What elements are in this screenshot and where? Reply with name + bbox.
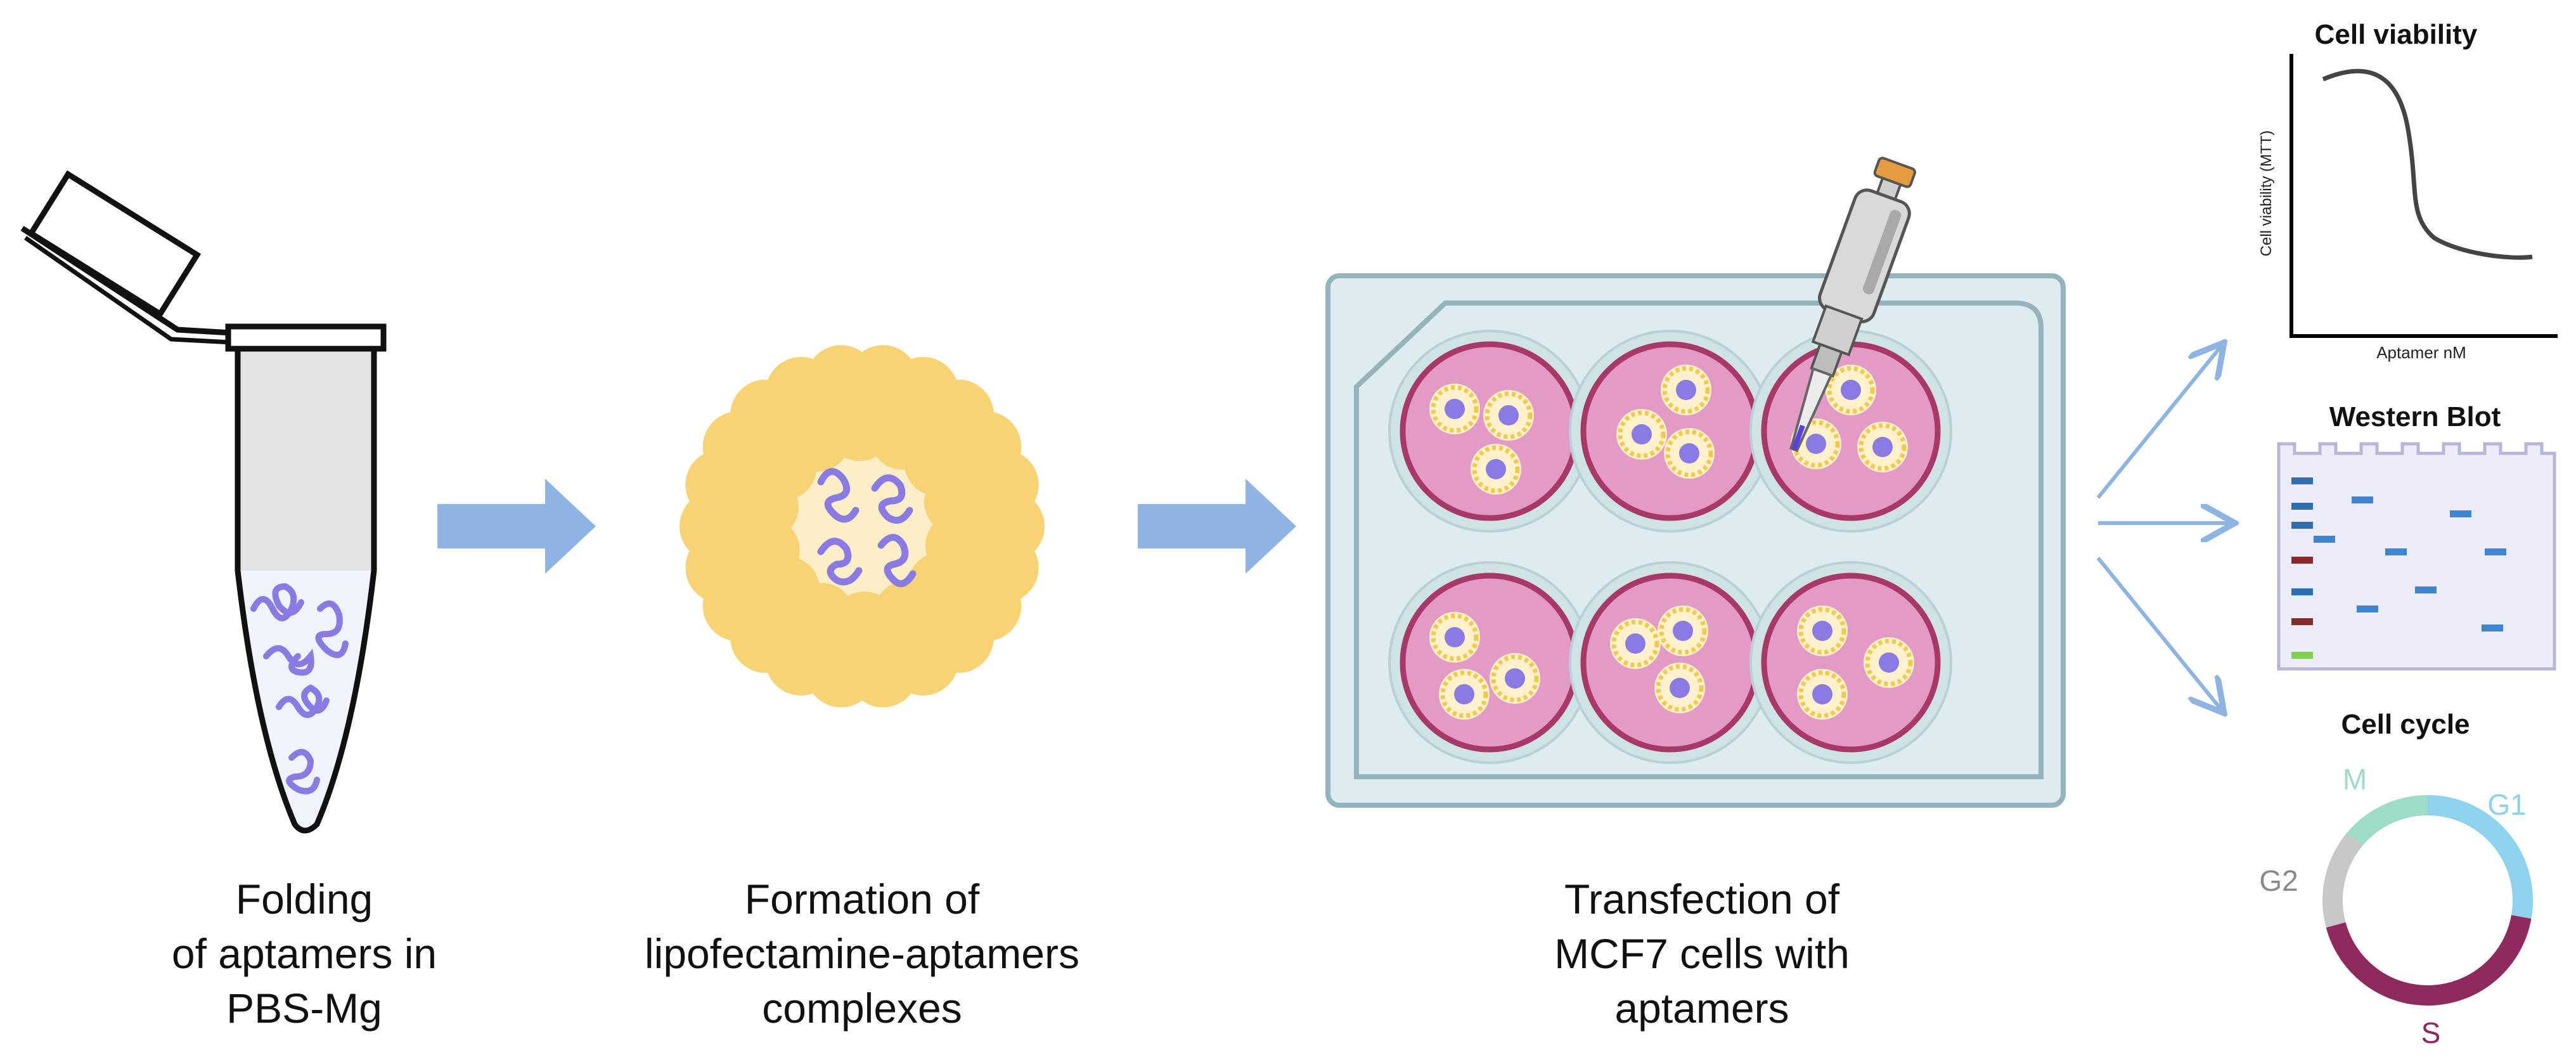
viability-plot: Cell viability (MTT) Aptamer nM	[2258, 54, 2558, 362]
cell	[1429, 612, 1480, 663]
output-arrows	[2096, 346, 2231, 710]
blot-band	[2291, 477, 2313, 484]
lipofectamine-complex	[679, 345, 1045, 708]
lipid-inner-ring	[733, 395, 991, 657]
well-grid	[1388, 330, 1952, 764]
cell	[1490, 653, 1540, 704]
blot-band	[2291, 503, 2313, 510]
step-arrow-1	[437, 479, 596, 574]
blot-band	[2352, 496, 2373, 503]
pipette	[1789, 157, 1916, 453]
tube-lid	[20, 170, 232, 345]
cell	[1439, 669, 1490, 720]
six-well-plate	[1325, 273, 2066, 808]
cell	[1664, 428, 1715, 479]
step-arrow-2	[1138, 479, 1296, 574]
phase-label-m: M	[2343, 763, 2367, 796]
caption-line: complexes	[762, 985, 962, 1032]
cycle-segment	[2427, 795, 2533, 919]
viability-x-label: Aptamer nM	[2376, 343, 2466, 362]
cell	[1616, 409, 1667, 460]
lipid-sphere	[924, 469, 991, 535]
blot-band	[2291, 557, 2313, 564]
step-caption-transfection: Transfection of MCF7 cells with aptamers	[1512, 872, 1892, 1035]
blot-band	[2415, 586, 2437, 593]
cycle-title: Cell cycle	[2341, 709, 2470, 740]
cell	[1797, 605, 1848, 656]
cell	[1429, 384, 1480, 434]
well-medium	[1580, 573, 1760, 753]
arrow-to-cycle	[2096, 557, 2222, 710]
culture-well	[1749, 330, 1952, 533]
cell	[1658, 605, 1708, 656]
western-blot	[2277, 442, 2556, 671]
tube-body	[235, 346, 377, 834]
viability-title: Cell viability	[2314, 19, 2478, 50]
blot-band	[2291, 652, 2313, 659]
cycle-segment	[2326, 915, 2532, 1006]
blot-band	[2385, 548, 2407, 555]
caption-line: Formation of	[744, 876, 980, 923]
culture-well	[1569, 330, 1772, 533]
cell	[1857, 422, 1908, 472]
microcentrifuge-tube	[20, 170, 387, 834]
blot-band	[2314, 536, 2335, 543]
blot-band	[2482, 625, 2503, 631]
culture-well	[1388, 561, 1591, 764]
step-caption-formation: Formation of lipofectamine-aptamers comp…	[609, 872, 1116, 1035]
cell	[1797, 669, 1848, 720]
blot-bands	[2291, 477, 2506, 659]
cell	[1471, 444, 1521, 495]
blot-band	[2291, 618, 2313, 625]
culture-well	[1749, 561, 1952, 764]
culture-well	[1388, 330, 1591, 533]
cycle-segment	[2347, 795, 2428, 846]
aptamer-cluster	[250, 583, 349, 794]
complex-aptamers	[817, 468, 917, 588]
western-title: Western Blot	[2329, 401, 2501, 432]
viability-y-label: Cell viability (MTT)	[2258, 131, 2275, 257]
cell-cycle-donut	[2322, 795, 2533, 1006]
cell	[1826, 365, 1876, 415]
well-medium	[1400, 573, 1580, 753]
caption-line: lipofectamine-aptamers	[645, 930, 1079, 977]
blot-band	[2291, 588, 2313, 595]
caption-line: of aptamers in	[171, 930, 437, 977]
viability-curve	[2322, 68, 2533, 260]
cell	[1661, 365, 1711, 415]
caption-line: Folding	[235, 876, 373, 923]
caption-line: aptamers	[1614, 985, 1789, 1032]
blot-band	[2357, 605, 2378, 612]
tube-rim	[225, 323, 387, 352]
culture-well	[1569, 561, 1772, 764]
arrow-to-viability	[2096, 346, 2222, 499]
plate-lid	[1354, 301, 2044, 779]
cell	[1483, 390, 1534, 441]
phase-label-s: S	[2421, 1016, 2441, 1049]
caption-line: MCF7 cells with	[1554, 930, 1850, 977]
caption-line: Transfection of	[1564, 876, 1840, 923]
cell	[1610, 618, 1661, 669]
cell	[1791, 418, 1841, 469]
blot-band	[2485, 548, 2506, 555]
caption-line: PBS-Mg	[226, 985, 382, 1032]
cell	[1864, 637, 1914, 688]
cycle-segment	[2322, 832, 2363, 928]
phase-label-g2: G2	[2259, 864, 2298, 897]
step-caption-folding: Folding of aptamers in PBS-Mg	[146, 872, 463, 1035]
phase-label-g1: G1	[2487, 788, 2526, 821]
blot-band	[2291, 522, 2313, 529]
blot-gel	[2277, 442, 2556, 671]
blot-band	[2450, 510, 2471, 517]
cell	[1654, 663, 1705, 713]
